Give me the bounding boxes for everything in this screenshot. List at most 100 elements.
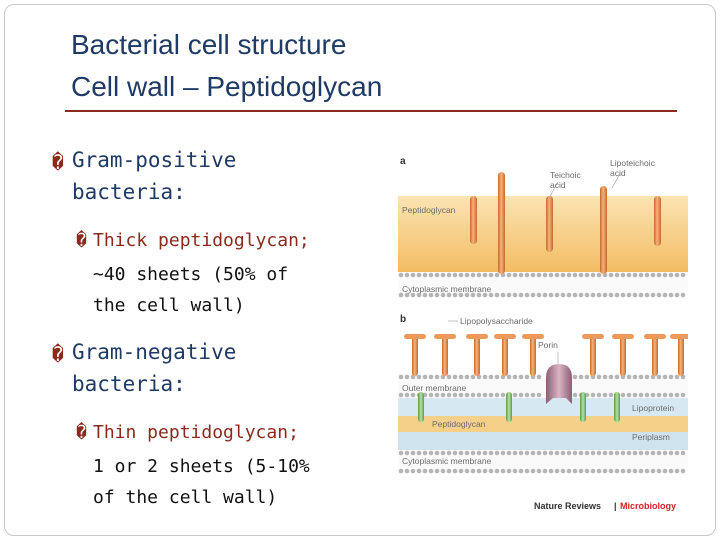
- lipid-head: [602, 292, 608, 298]
- lps-cap: [582, 334, 604, 339]
- lipid-head: [422, 272, 428, 278]
- gram-negative-heading-line2: bacteria:: [72, 372, 186, 396]
- lps-stem: [412, 334, 418, 376]
- lipid-head: [578, 450, 584, 456]
- lipid-head: [620, 468, 626, 474]
- lps-stem: [590, 334, 596, 376]
- peptidoglycan-label-b: Peptidoglycan: [432, 419, 486, 429]
- credit-section: Microbiology: [620, 501, 676, 511]
- lipid-head: [488, 450, 494, 456]
- lipid-head: [434, 374, 440, 380]
- bullet-gram-positive: �: [52, 150, 65, 174]
- lipid-head: [650, 292, 656, 298]
- lipid-head: [434, 468, 440, 474]
- lipid-head: [464, 468, 470, 474]
- cytoplasmic-label-b: Cytoplasmic membrane: [402, 456, 492, 466]
- outer-membrane-label: Outer membrane: [402, 383, 467, 393]
- lipoteichoic-label-2: acid: [610, 168, 626, 178]
- lipid-head: [494, 392, 500, 398]
- lipid-head: [668, 272, 674, 278]
- lipid-head: [488, 272, 494, 278]
- lipid-head: [404, 272, 410, 278]
- lipid-head: [518, 392, 524, 398]
- peptidoglycan-label-a: Peptidoglycan: [402, 205, 456, 215]
- lipid-head: [458, 272, 464, 278]
- lipid-head: [398, 468, 404, 474]
- lipid-head: [452, 468, 458, 474]
- panel-b-label: b: [400, 314, 406, 325]
- lipid-head: [488, 392, 494, 398]
- lipid-head: [548, 468, 554, 474]
- subbullet-gram-positive: �: [76, 230, 87, 251]
- lipid-head: [542, 468, 548, 474]
- lipid-head: [434, 272, 440, 278]
- lipid-head: [674, 292, 680, 298]
- lipid-head: [536, 272, 542, 278]
- lipid-head: [422, 468, 428, 474]
- lipid-head: [566, 468, 572, 474]
- lipid-head: [626, 468, 632, 474]
- teichoic-label-1: Teichoic: [550, 170, 581, 180]
- lipid-head: [578, 292, 584, 298]
- lipid-head: [650, 450, 656, 456]
- slide-title-line2: Cell wall – Peptidoglycan: [71, 71, 383, 102]
- lipid-head: [536, 292, 542, 298]
- panel-a-label: a: [400, 156, 406, 167]
- gram-positive-heading-line2: bacteria:: [72, 180, 186, 204]
- lipid-head: [518, 468, 524, 474]
- lipid-head: [572, 392, 578, 398]
- lipid-head: [404, 468, 410, 474]
- lipid-head: [506, 468, 512, 474]
- lipid-head: [398, 450, 404, 456]
- lipid-head: [458, 450, 464, 456]
- lipid-head: [608, 392, 614, 398]
- lipid-head: [656, 374, 662, 380]
- lipid-head: [470, 468, 476, 474]
- lipid-head: [578, 374, 584, 380]
- gram-negative-thickness: Thin peptidoglycan;: [93, 422, 299, 443]
- lipid-head: [512, 450, 518, 456]
- lipid-head: [404, 450, 410, 456]
- lipid-head: [644, 450, 650, 456]
- lipid-head: [512, 468, 518, 474]
- lipid-head: [530, 272, 536, 278]
- lipid-head: [614, 468, 620, 474]
- lipid-head: [404, 392, 410, 398]
- lipid-head: [542, 272, 548, 278]
- lipid-head: [668, 374, 674, 380]
- lipid-head: [614, 272, 620, 278]
- lipid-head: [482, 272, 488, 278]
- lipid-head: [620, 392, 626, 398]
- lipid-head: [548, 450, 554, 456]
- lipid-head: [596, 450, 602, 456]
- lipid-head: [398, 272, 404, 278]
- lipid-head: [674, 392, 680, 398]
- lipid-head: [638, 374, 644, 380]
- cytoplasmic-label-a: Cytoplasmic membrane: [402, 284, 492, 294]
- lipid-head: [416, 468, 422, 474]
- lipid-head: [650, 468, 656, 474]
- title-divider: [65, 110, 677, 112]
- lipid-head: [536, 450, 542, 456]
- lipid-head: [578, 272, 584, 278]
- lipid-head: [662, 392, 668, 398]
- lipid-head: [488, 374, 494, 380]
- lipid-head: [476, 392, 482, 398]
- lipid-head: [482, 292, 488, 298]
- lps-stem: [442, 334, 448, 376]
- lipid-head: [482, 450, 488, 456]
- lipid-head: [614, 292, 620, 298]
- lipid-head: [602, 450, 608, 456]
- lipid-head: [542, 450, 548, 456]
- lipid-head: [398, 374, 404, 380]
- lipid-head: [530, 468, 536, 474]
- lipid-head: [674, 468, 680, 474]
- lipid-head: [680, 392, 686, 398]
- lps-stem: [530, 334, 536, 376]
- lipid-head: [524, 468, 530, 474]
- lipid-head: [674, 374, 680, 380]
- lipid-head: [632, 292, 638, 298]
- lipid-head: [452, 272, 458, 278]
- lipid-head: [644, 272, 650, 278]
- lipid-head: [644, 374, 650, 380]
